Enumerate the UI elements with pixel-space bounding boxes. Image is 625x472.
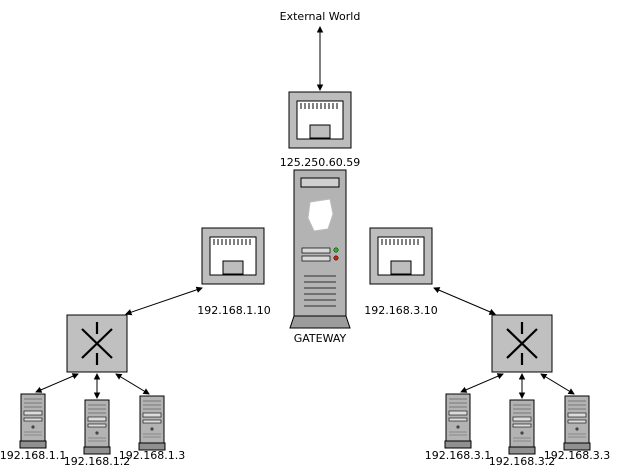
right-host2-label: 192.168.3.2	[489, 455, 555, 468]
gateway-server-icon	[289, 169, 351, 329]
right-host2-icon	[508, 399, 536, 455]
edge-right-switch-to-host1	[460, 373, 504, 393]
external-world-label: External World	[280, 10, 361, 23]
right-host1-icon	[444, 393, 472, 449]
edge-left-switch-to-host1	[35, 373, 79, 393]
left-lan-nic-icon	[201, 227, 265, 285]
right-lan-nic-icon	[369, 227, 433, 285]
wan-nic-icon	[288, 91, 352, 149]
edge-right-switch-to-host3	[540, 373, 575, 395]
edge-left-nic-to-left-switch	[125, 286, 203, 316]
left-host2-icon	[83, 399, 111, 455]
wan-ip-label: 125.250.60.59	[280, 156, 360, 169]
left-host1-icon	[19, 393, 47, 449]
right-host3-icon	[563, 395, 591, 451]
left-host2-label: 192.168.1.2	[64, 455, 130, 468]
left-switch-icon	[65, 313, 129, 374]
gateway-label: GATEWAY	[294, 332, 347, 345]
right-lan-ip-label: 192.168.3.10	[364, 304, 437, 317]
edge-left-switch-to-host3	[115, 373, 150, 395]
edge-right-nic-to-right-switch	[433, 287, 496, 315]
left-host3-label: 192.168.1.3	[119, 449, 185, 462]
right-host1-label: 192.168.3.1	[425, 449, 491, 462]
left-host3-icon	[138, 395, 166, 451]
left-host1-label: 192.168.1.1	[0, 449, 66, 462]
right-host3-label: 192.168.3.3	[544, 449, 610, 462]
right-switch-icon	[490, 313, 554, 374]
left-lan-ip-label: 192.168.1.10	[197, 304, 270, 317]
